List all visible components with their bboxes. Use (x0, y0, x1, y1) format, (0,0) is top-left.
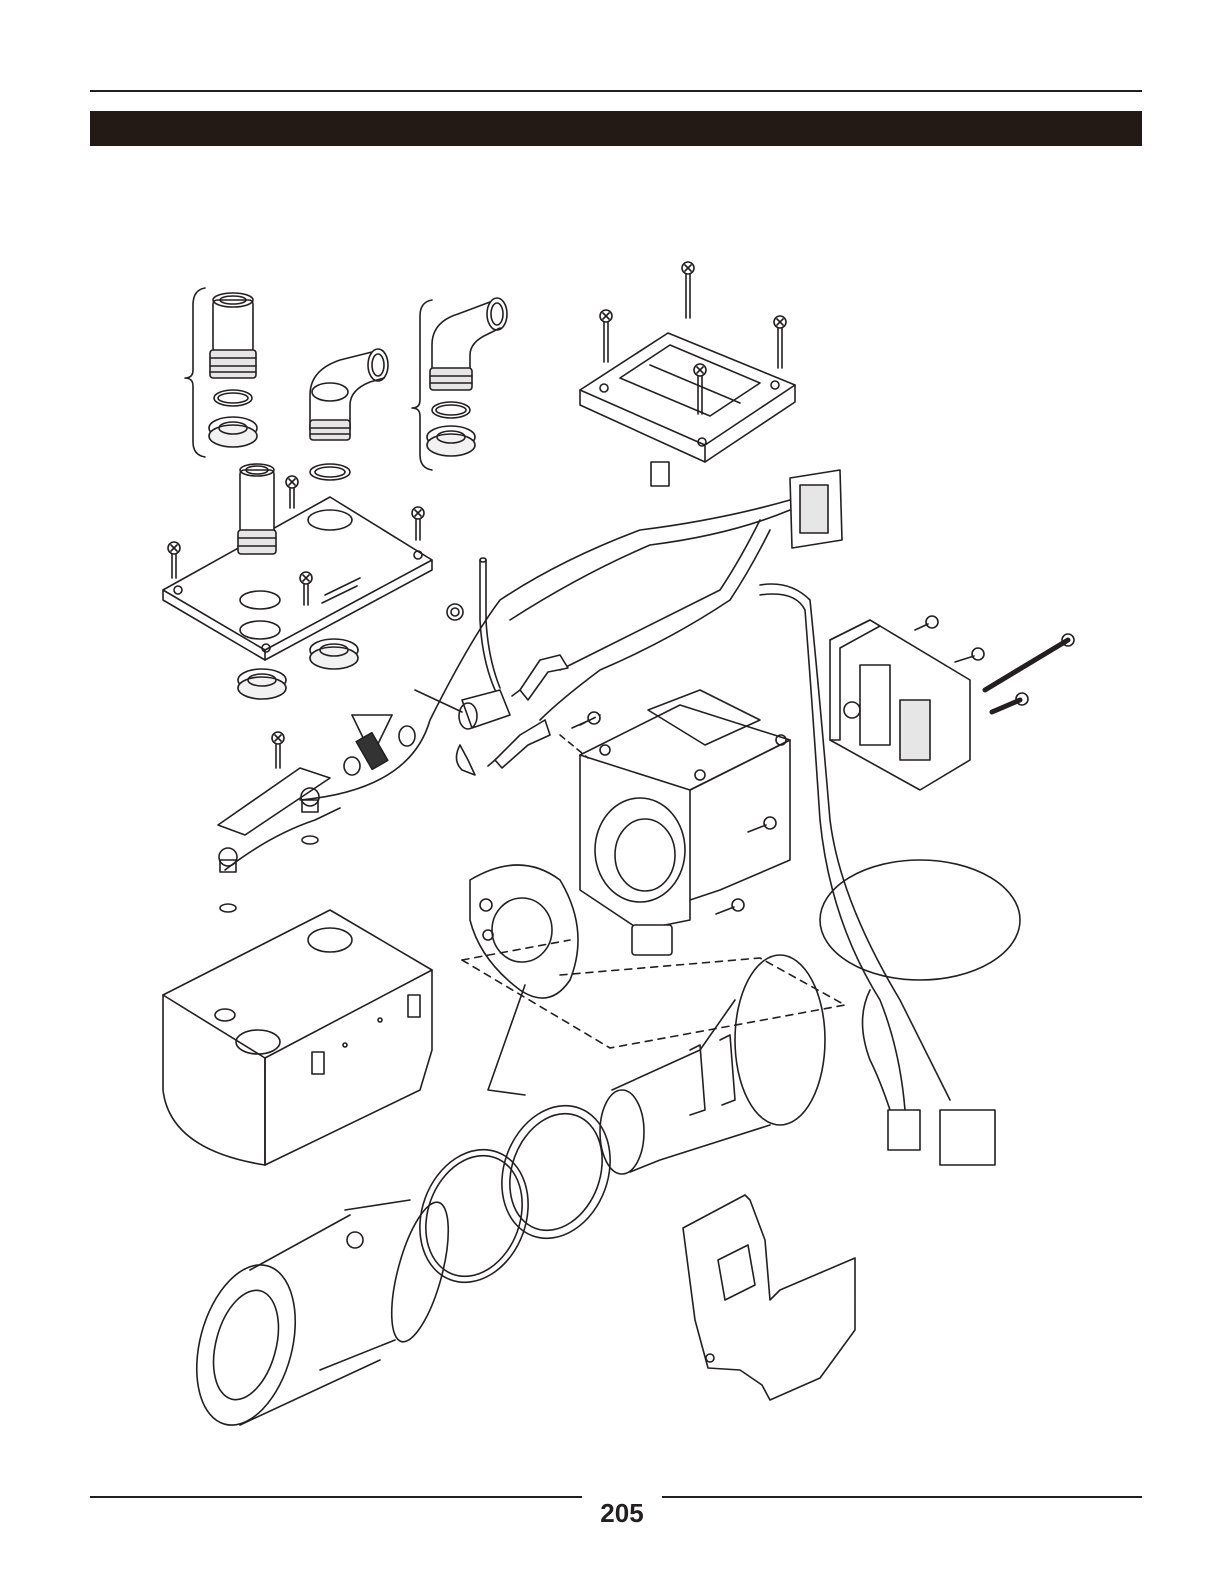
cover-plate-screws (168, 476, 424, 605)
burner-unit-screws (572, 712, 776, 914)
heat-exchanger-cylinder (180, 1197, 460, 1436)
page-number: 205 (600, 1498, 644, 1528)
elbow-connector-middle (310, 349, 388, 480)
leader-lines (488, 985, 525, 1095)
control-unit-screws (600, 262, 786, 414)
sensor-housing-screws (915, 616, 1074, 712)
straight-pipe-connector-group (185, 288, 257, 457)
cover-plate (163, 464, 432, 660)
header-rule (90, 90, 1142, 92)
gasket-plate (470, 865, 578, 998)
section-title-bar (90, 111, 1142, 146)
sensor-housing (830, 620, 970, 790)
wiring-harness (300, 470, 1020, 1165)
mounting-bracket (683, 1195, 855, 1400)
sensor-bracket (218, 732, 340, 912)
control-unit (580, 333, 795, 486)
heat-exchanger-housing (163, 910, 432, 1165)
screen-and-seals (344, 715, 415, 775)
burner-motor-unit (560, 690, 790, 955)
o-rings (402, 1090, 628, 1297)
clamp-rings (238, 639, 358, 699)
fuel-pipe-fitting (415, 558, 510, 775)
footer-rule-left (90, 1496, 582, 1498)
footer-rule-right (662, 1496, 1142, 1498)
elbow-connector-group (412, 298, 507, 470)
combustion-tube (600, 955, 825, 1174)
